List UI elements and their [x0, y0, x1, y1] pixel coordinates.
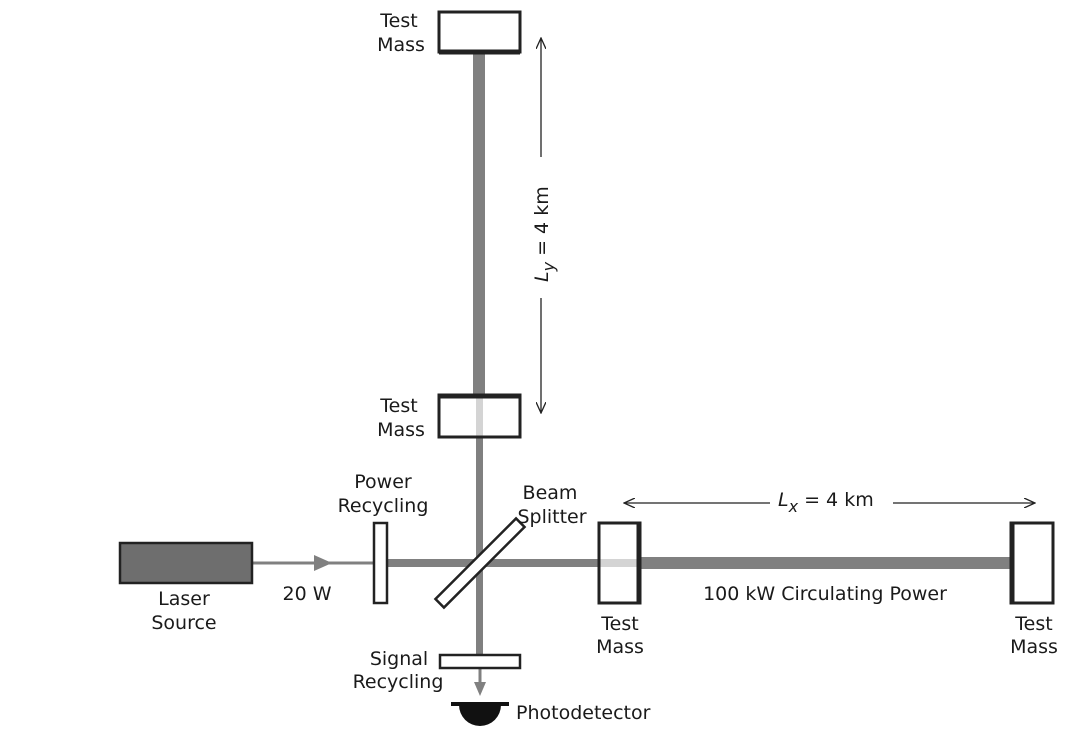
ly-value: = 4 km — [531, 186, 553, 262]
laser-source-label-2: Source — [151, 612, 216, 634]
test-mass-top-label-2: Mass — [377, 34, 425, 56]
y-beam-through-mass — [476, 397, 483, 437]
ly-subscript: y — [539, 261, 558, 272]
lx-value: = 4 km — [798, 489, 874, 511]
beam-splitter-label-2: Splitter — [517, 506, 586, 528]
ly-label: Ly = 4 km — [531, 186, 558, 282]
beam-splitter-label-1: Beam — [523, 482, 578, 504]
laser-source-label-1: Laser — [158, 588, 210, 610]
test-mass-end-x-label-2: Mass — [1010, 636, 1058, 658]
test-mass-inner-x-label-1: Test — [600, 613, 638, 635]
power-recycling-mirror — [372, 521, 389, 605]
beam-splitter — [433, 516, 527, 610]
signal-recycling-mirror — [438, 653, 522, 670]
signal-recycling-label-1: Signal — [370, 648, 428, 670]
output-beam-arrow-icon — [474, 682, 486, 696]
x-arm-beam-short — [387, 559, 599, 567]
circulating-power-label: 100 kW Circulating Power — [703, 583, 947, 605]
x-beam-through-mass — [599, 559, 640, 567]
test-mass-top-label-1: Test — [379, 10, 417, 32]
input-beam-arrow-icon — [314, 555, 332, 571]
power-recycling-label-1: Power — [354, 471, 412, 493]
lx-label: Lx = 4 km — [778, 489, 874, 516]
lx-symbol: L — [778, 489, 789, 511]
test-mass-inner-y-label-1: Test — [379, 395, 417, 417]
y-arm-beam — [473, 52, 485, 397]
test-mass-end-x — [1009, 521, 1055, 605]
test-mass-inner-y-label-2: Mass — [377, 419, 425, 441]
test-mass-end-y — [437, 10, 522, 54]
x-arm-beam — [640, 557, 1012, 569]
test-mass-end-x-label-1: Test — [1014, 613, 1052, 635]
y-arm-beam-lower — [476, 395, 483, 665]
power-recycling-label-2: Recycling — [338, 495, 429, 517]
signal-recycling-label-2: Recycling — [353, 671, 444, 693]
ly-symbol: L — [531, 271, 553, 282]
photodetector-label: Photodetector — [516, 702, 651, 724]
photodetector-icon — [451, 702, 509, 726]
laser-source — [118, 541, 254, 585]
input-power-label: 20 W — [282, 583, 331, 605]
test-mass-inner-x-label-2: Mass — [596, 636, 644, 658]
lx-subscript: x — [788, 497, 799, 516]
